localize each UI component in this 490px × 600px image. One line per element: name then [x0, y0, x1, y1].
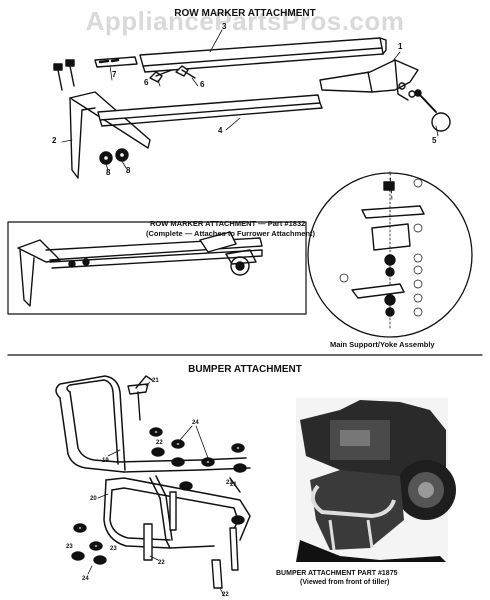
row-marker-plate	[94, 56, 138, 68]
callout-22a: 22	[156, 440, 163, 446]
callout-7: 7	[112, 70, 117, 79]
bumper-frame	[55, 375, 251, 549]
leader-lines-bottom	[87, 381, 225, 597]
mounting-bracket	[319, 59, 419, 101]
callout-23c: 23	[226, 480, 233, 486]
callout-24b: 24	[82, 576, 89, 582]
bumper-hardware	[71, 375, 247, 589]
callout-3: 3	[222, 22, 227, 31]
ring-pin	[414, 89, 451, 132]
marker-arm	[69, 91, 151, 179]
callout-21b: 21	[230, 482, 237, 488]
callout-1: 1	[398, 42, 403, 51]
callout-6a: 6	[144, 78, 149, 87]
callout-24a: 24	[192, 420, 199, 426]
callout-6b: 6	[200, 80, 205, 89]
row-marker-caption: ROW MARKER ATTACHMENT — Part #1832	[150, 219, 306, 228]
yoke-assembly-detail	[307, 171, 473, 338]
row-marker-upper-bar	[139, 37, 387, 73]
callout-5: 5	[432, 136, 437, 145]
callout-20: 20	[90, 496, 97, 502]
tiller-photo	[296, 398, 456, 562]
callout-23a: 23	[66, 544, 73, 550]
bumper-title: BUMPER ATTACHMENT	[188, 364, 302, 375]
callout-19: 19	[102, 458, 109, 464]
callout-22b: 22	[158, 560, 165, 566]
callout-21a: 21	[152, 378, 159, 384]
bumper-subcaption: (Viewed from front of tiller)	[300, 579, 390, 586]
assembled-view-inset	[7, 221, 307, 315]
callout-2: 2	[52, 136, 57, 145]
callout-23b: 23	[110, 546, 117, 552]
leader-lines-top	[61, 29, 439, 171]
callout-4: 4	[218, 126, 223, 135]
knobs	[99, 148, 129, 165]
row-marker-lower-bar	[97, 94, 323, 127]
yoke-caption: Main Support/Yoke Assembly	[330, 340, 435, 349]
callout-22c: 22	[222, 592, 229, 598]
hex-bolts	[53, 59, 75, 91]
watermark: AppliancePartsPros.com	[85, 6, 405, 36]
wing-bolts	[149, 65, 196, 83]
callout-8a: 8	[106, 168, 111, 177]
row-marker-title: ROW MARKER ATTACHMENT	[174, 8, 316, 19]
row-marker-subcaption: (Complete — Attaches to Furrower Attachm…	[146, 229, 316, 238]
callout-8b: 8	[126, 166, 131, 175]
bumper-caption: BUMPER ATTACHMENT PART #1875	[276, 570, 398, 577]
